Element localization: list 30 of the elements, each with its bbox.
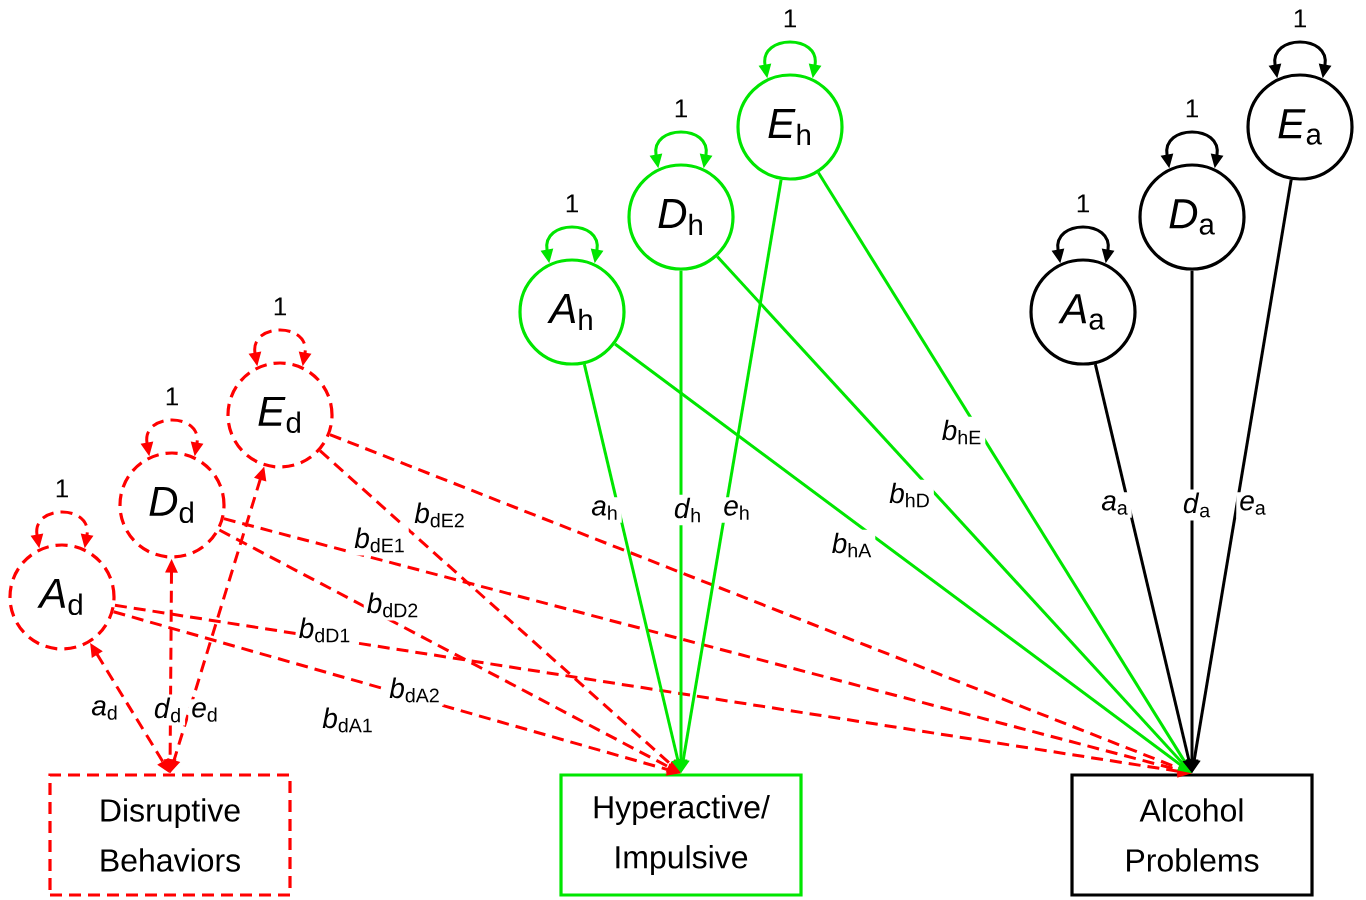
edge-label: b$_{hD}$ (886, 479, 934, 511)
edge-label: b$_{dD1}$ (295, 614, 355, 646)
edge-label: 1 (166, 387, 178, 406)
edge-label: 1 (1077, 194, 1089, 213)
edge-label: a$_{h}$ (588, 497, 622, 523)
edge-label: b$_{hE}$ (938, 416, 986, 448)
edge-label: b$_{dA2}$ (386, 674, 444, 706)
edge-label: e$_{d}$ (188, 699, 222, 725)
edge-label: b$_{dE2}$ (411, 499, 469, 531)
edge-label: d$_{a}$ (1179, 489, 1215, 521)
edge-label: e$_{a}$ (1236, 492, 1270, 518)
edge-label: b$_{dD2}$ (363, 589, 423, 621)
edge-label: 1 (675, 99, 687, 118)
edge-label: 1 (784, 9, 796, 28)
edge-label: a$_{a}$ (1098, 492, 1132, 518)
edge-label: 1 (274, 297, 286, 316)
edge-label: d$_{h}$ (670, 494, 706, 526)
edge-label: b$_{dA1}$ (319, 704, 377, 736)
edge-label: 1 (566, 194, 578, 213)
edge-label: 1 (1186, 99, 1198, 118)
edge-label: b$_{dE1}$ (351, 524, 409, 556)
observed-box: Hyperactive/ Impulsive (559, 773, 803, 897)
edge-label: 1 (1294, 9, 1306, 28)
edge-label: e$_{h}$ (720, 497, 754, 523)
edge-label: d$_{d}$ (150, 694, 186, 726)
edge-label: 1 (56, 479, 68, 498)
observed-box: Disruptive Behaviors (48, 773, 292, 897)
observed-box: Alcohol Problems (1070, 773, 1314, 897)
edge-label: b$_{hA}$ (828, 529, 876, 561)
edge-label: a$_{d}$ (88, 697, 122, 723)
